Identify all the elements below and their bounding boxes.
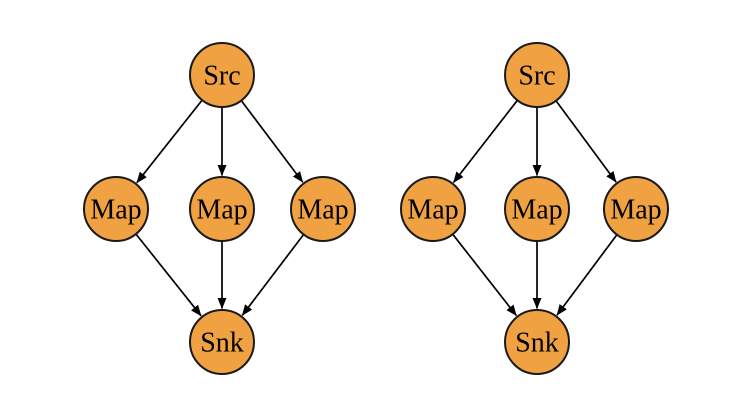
- edge-src-map1: [452, 99, 519, 184]
- edge-map3-snk: [241, 233, 305, 316]
- node-label-snk: Snk: [515, 328, 559, 359]
- edge-map1-snk: [452, 233, 518, 317]
- node-map2: [504, 176, 570, 242]
- node-map3: [290, 176, 356, 242]
- node-label-src: Src: [518, 61, 555, 92]
- node-label-map2: Map: [511, 195, 562, 226]
- node-map1: [83, 176, 149, 242]
- node-map3: [603, 176, 669, 242]
- node-map1: [400, 176, 466, 242]
- node-label-map1: Map: [407, 195, 458, 226]
- edge-map3-snk: [556, 234, 618, 316]
- node-label-src: Src: [203, 61, 240, 92]
- node-map2: [189, 176, 255, 242]
- node-label-map3: Map: [610, 195, 661, 226]
- edge-src-map1: [136, 99, 203, 184]
- edge-src-map3: [240, 100, 304, 183]
- node-label-map1: Map: [90, 195, 141, 226]
- node-src: [189, 42, 255, 108]
- edge-src-map3: [555, 100, 617, 183]
- node-snk: [189, 309, 255, 375]
- node-label-map3: Map: [297, 195, 348, 226]
- edge-map1-snk: [135, 233, 202, 317]
- node-src: [504, 42, 570, 108]
- node-label-snk: Snk: [200, 328, 244, 359]
- node-label-map2: Map: [196, 195, 247, 226]
- node-snk: [504, 309, 570, 375]
